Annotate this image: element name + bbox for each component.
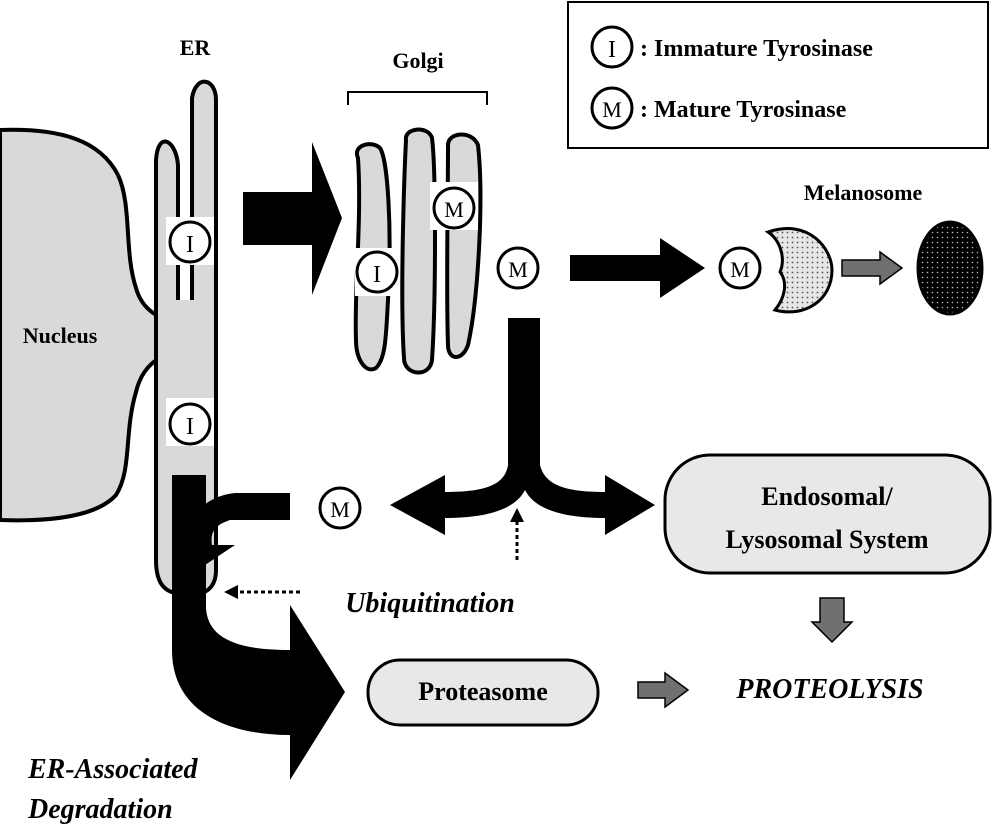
sorting-branch-arrow — [390, 318, 655, 535]
golgi-cisterna-2 — [400, 127, 437, 375]
melanosome-mature — [916, 220, 984, 316]
svg-text:I: I — [186, 232, 194, 258]
legend-mature-symbol: M — [602, 97, 622, 122]
endosomal-lysosomal-box — [663, 453, 992, 575]
proteolysis-label: PROTEOLYSIS — [735, 674, 923, 705]
svg-text:I: I — [373, 262, 381, 288]
legend-immature-label: : Immature Tyrosinase — [640, 36, 873, 62]
legend-immature-circle — [590, 25, 634, 69]
golgi-immature-marker: I — [355, 248, 399, 296]
endosomal-label-line2: Lysosomal System — [726, 525, 929, 554]
svg-text:M: M — [508, 257, 528, 282]
proteasome-box — [366, 658, 600, 727]
ubiquitination-dotted-left-head — [224, 585, 238, 599]
legend-mature-label: : Mature Tyrosinase — [640, 97, 847, 123]
er-immature-marker-1: I — [166, 217, 214, 265]
svg-text:M: M — [730, 257, 750, 282]
melanosome-label: Melanosome — [804, 180, 923, 205]
retro-to-er-arrow — [190, 493, 290, 565]
melanosome-immature — [764, 227, 834, 314]
er-to-golgi-arrow — [243, 142, 342, 295]
erad-arrow — [172, 475, 345, 780]
legend-box — [567, 1, 989, 149]
er-label: ER — [180, 35, 212, 60]
legend: I : Immature Tyrosinase M : Mature Tyros… — [567, 1, 989, 149]
melanosome-mature-marker: M — [718, 246, 762, 290]
golgi-label: Golgi — [392, 48, 443, 73]
svg-text:M: M — [444, 197, 464, 222]
proteasome-to-proteolysis-arrow — [637, 671, 690, 709]
svg-text:I: I — [186, 414, 194, 440]
golgi-mature-marker: M — [430, 182, 478, 230]
erad-label-line2: Degradation — [27, 794, 173, 825]
lysosome-to-proteolysis-arrow — [810, 597, 854, 644]
svg-text:M: M — [330, 497, 350, 522]
endosomal-label-line1: Endosomal/ — [761, 482, 893, 511]
proteasome-label: Proteasome — [418, 677, 547, 706]
ubiquitination-label: Ubiquitination — [345, 588, 515, 619]
er-immature-marker-2: I — [166, 398, 214, 446]
post-golgi-mature-marker: M — [496, 246, 540, 290]
legend-immature-symbol: I — [608, 37, 616, 63]
legend-mature-circle — [590, 86, 634, 130]
golgi-bracket — [347, 91, 488, 105]
erad-label-line1: ER-Associated — [27, 754, 199, 785]
melanosome-maturation-arrow — [841, 250, 904, 286]
nucleus-label: Nucleus — [23, 323, 98, 348]
ubiquitination-dotted-up-head — [510, 508, 524, 522]
golgi-cisterna-3 — [445, 132, 483, 359]
retro-mature-marker: M — [318, 486, 362, 530]
to-melanosome-arrow — [570, 238, 705, 298]
